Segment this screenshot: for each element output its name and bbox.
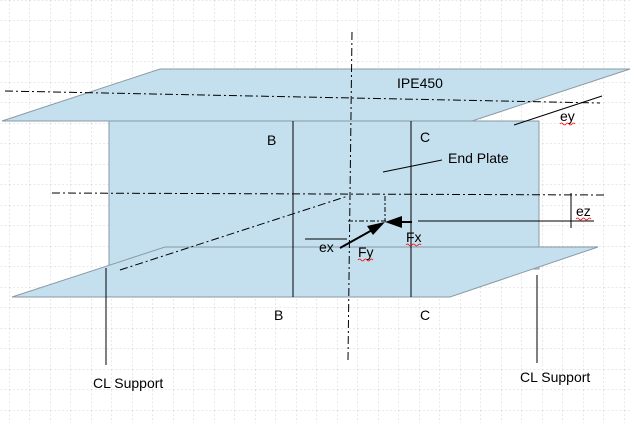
fy-label: Fy [358,244,374,260]
ez-label: ez [576,203,591,219]
ey-label: ey [560,108,575,124]
end-plate-label: End Plate [448,150,509,166]
top-centreline [4,90,601,104]
fy-spellcheck-squiggle [357,258,374,262]
diagonal-centreline [119,195,349,271]
horizontal-centreline [51,192,607,196]
ex-label: ex [319,239,334,255]
fy-arrow-head [367,222,385,235]
fx-arrow-head [385,216,402,228]
label-c-top: C [420,129,430,145]
bottom-flange [11,246,599,298]
label-c-bottom: C [420,307,430,323]
web-plate [108,120,540,270]
fx-spellcheck-squiggle [405,243,422,247]
vertical-centreline [347,31,353,361]
cl-support-left-label: CL Support [93,375,163,391]
fx-label: Fx [406,229,422,245]
cl-support-right-label: CL Support [520,369,590,385]
ey-spellcheck-squiggle [559,122,576,126]
fy-arrow-shaft [339,228,375,249]
label-b-bottom: B [274,307,283,323]
label-b-top: B [267,132,276,148]
ez-spellcheck-squiggle [575,217,592,221]
section-label: IPE450 [397,75,443,91]
ey-leader [513,95,603,126]
end-plate-leader [382,159,443,173]
